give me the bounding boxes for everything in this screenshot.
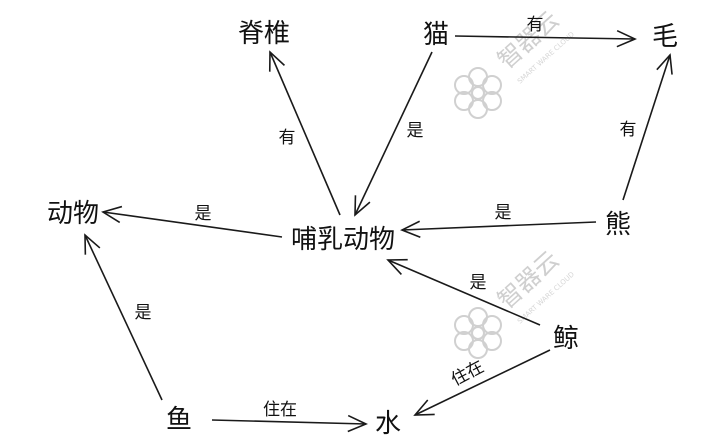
node-hair: 毛 bbox=[652, 22, 678, 52]
edge-label-cat-mammal: 是 bbox=[407, 121, 424, 141]
node-whale: 鲸 bbox=[553, 324, 579, 354]
edge-cat-to-hair bbox=[454, 29, 637, 48]
node-fish: 鱼 bbox=[166, 405, 192, 435]
node-bear: 熊 bbox=[605, 210, 631, 240]
flower-logo-icon bbox=[454, 307, 502, 359]
edge-bear-to-mammal bbox=[400, 220, 597, 238]
edge-bear-to-hair bbox=[622, 53, 673, 201]
edge-label-bear-hair: 有 bbox=[620, 120, 637, 140]
edge-label-bear-mammal: 是 bbox=[495, 203, 512, 223]
edge-label-mammal-vertebra: 有 bbox=[279, 128, 296, 148]
edge-fish-to-animal bbox=[84, 233, 163, 401]
edge-whale-to-water bbox=[413, 349, 551, 416]
node-cat: 猫 bbox=[423, 20, 449, 50]
edge-mammal-to-animal bbox=[101, 205, 283, 238]
edge-fish-to-water bbox=[211, 414, 368, 433]
edge-mammal-to-vertebra bbox=[268, 50, 341, 216]
edge-label-cat-hair: 有 bbox=[527, 15, 544, 35]
edge-cat-to-mammal bbox=[354, 51, 433, 217]
watermark-logo-top: 智器云 SMART WARE CLOUD bbox=[454, 5, 576, 119]
edge-label-fish-animal: 是 bbox=[135, 303, 152, 323]
edge-label-whale-mammal: 是 bbox=[470, 273, 487, 293]
edge-label-whale-water: 住在 bbox=[448, 357, 487, 391]
edge-label-mammal-animal: 是 bbox=[195, 204, 212, 224]
node-animal: 动物 bbox=[47, 199, 99, 229]
node-mammal: 哺乳动物 bbox=[291, 225, 395, 255]
node-water: 水 bbox=[375, 409, 401, 439]
node-vertebra: 脊椎 bbox=[238, 19, 290, 49]
watermark-brand: 智器云 bbox=[492, 245, 564, 314]
flower-logo-icon bbox=[454, 67, 502, 119]
edge-label-fish-water: 住在 bbox=[263, 400, 297, 420]
edge-whale-to-mammal bbox=[386, 258, 541, 326]
